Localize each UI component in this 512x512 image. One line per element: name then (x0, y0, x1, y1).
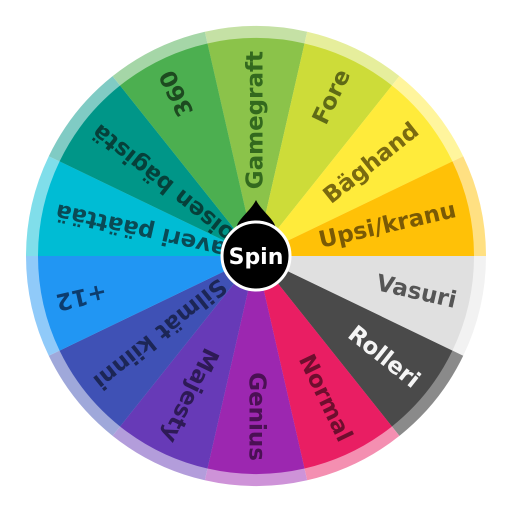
wheel-segment-kaveri-p-tt (38, 161, 256, 256)
wheel-segment-normal (256, 256, 392, 469)
wheel-segment-vasuri (256, 256, 474, 351)
wheel-segment-12 (38, 256, 256, 351)
wheel-segment-fore (256, 43, 392, 256)
wheel-segment-label-gamegraft: Gamegraft (243, 51, 269, 189)
wheel-segment-360 (120, 43, 256, 256)
wheel-segment-silm-t-kiinni (59, 256, 257, 427)
wheel-segments (38, 38, 474, 474)
wheel-segment-gamegraft (207, 38, 305, 256)
spin-button-label: Spin (229, 245, 284, 270)
wheel-segment-upsi-kranu (256, 161, 474, 256)
wheel-segment-genius (207, 256, 305, 474)
wheel-segment-rolleri (256, 256, 453, 427)
wheel-segment-toisen-b-gist (59, 85, 257, 256)
wheel-segment-majesty (120, 256, 256, 469)
wheel-segment-b-ghand (256, 85, 453, 256)
spin-button-circle (220, 220, 292, 292)
spin-button[interactable]: Spin (220, 200, 292, 292)
wheel-segment-label-genius: Genius (244, 372, 270, 461)
